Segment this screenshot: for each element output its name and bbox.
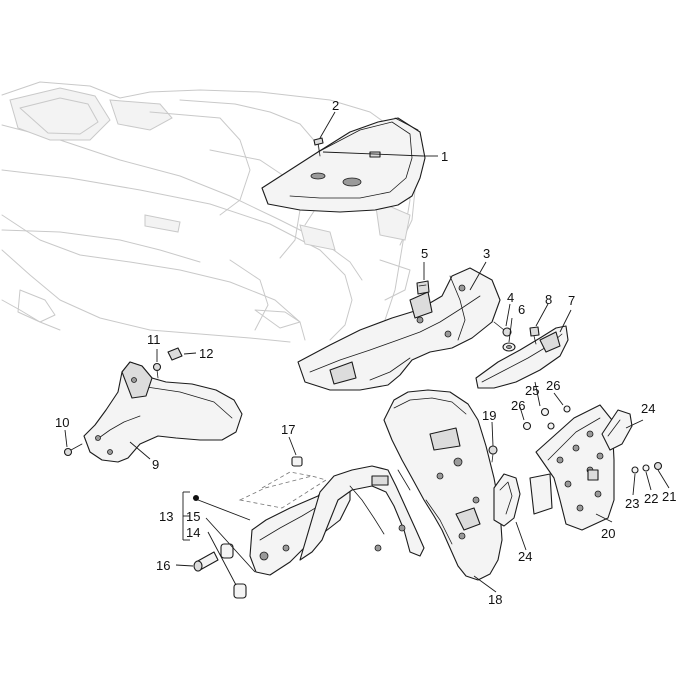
callout-13: 13: [159, 509, 173, 524]
callout-26-right: 26: [546, 378, 560, 393]
callout-8: 8: [545, 292, 552, 307]
callout-1: 1: [441, 149, 448, 164]
part-21-22-23-fasteners: [631, 461, 663, 474]
part-11-screw: [152, 362, 162, 379]
callout-7: 7: [568, 293, 575, 308]
part-25-26-fasteners: [522, 405, 571, 431]
part-14-15-16-pins: [193, 543, 247, 599]
callout-22: 22: [644, 491, 658, 506]
callout-18: 18: [488, 592, 502, 607]
callout-4: 4: [507, 290, 514, 305]
callout-2: 2: [332, 98, 339, 113]
callout-6: 6: [518, 302, 525, 317]
part-18-rear-mudguard: [299, 389, 503, 581]
callout-12: 12: [199, 346, 213, 361]
callout-21: 21: [662, 489, 676, 504]
leader-lines: [64, 111, 670, 593]
part-3-tail-bracket: [297, 267, 501, 391]
part-10-screw: [63, 443, 83, 457]
part-5-clip: [416, 280, 430, 295]
callout-3: 3: [483, 246, 490, 261]
callout-17: 17: [281, 422, 295, 437]
callout-16: 16: [156, 558, 170, 573]
part-8-screw: [529, 326, 540, 345]
part-2-screw: [313, 137, 324, 157]
part-1-rear-tray: [261, 117, 426, 213]
callout-20: 20: [601, 526, 615, 541]
scooter-body-ghost: [1, 81, 416, 353]
callout-24-lower: 24: [518, 549, 532, 564]
part-4-bolt: [493, 321, 512, 337]
part-24-pads: [493, 409, 633, 527]
callout-26-left: 26: [511, 398, 525, 413]
callout-23: 23: [625, 496, 639, 511]
part-20-plate-bracket: [529, 404, 615, 531]
callout-19: 19: [482, 408, 496, 423]
part-12-clip: [167, 347, 183, 361]
part-6-nut: [502, 342, 516, 352]
callout-11: 11: [147, 332, 161, 347]
part-7-rear-light: [475, 325, 569, 389]
part-19-screw: [488, 445, 498, 463]
part-9-mudguard: [83, 361, 243, 463]
callout-labels: 1 2 3 4 5 6 7 8 9 10 11 12 13 14 15 16 1…: [55, 98, 676, 607]
part-17-spacer: [291, 456, 303, 467]
callout-5: 5: [421, 246, 428, 261]
callout-9: 9: [152, 457, 159, 472]
callout-15: 15: [186, 509, 200, 524]
callout-14: 14: [186, 525, 200, 540]
reference-dot: [193, 495, 199, 501]
callout-25: 25: [525, 383, 539, 398]
callout-24-right: 24: [641, 401, 655, 416]
callout-10: 10: [55, 415, 69, 430]
